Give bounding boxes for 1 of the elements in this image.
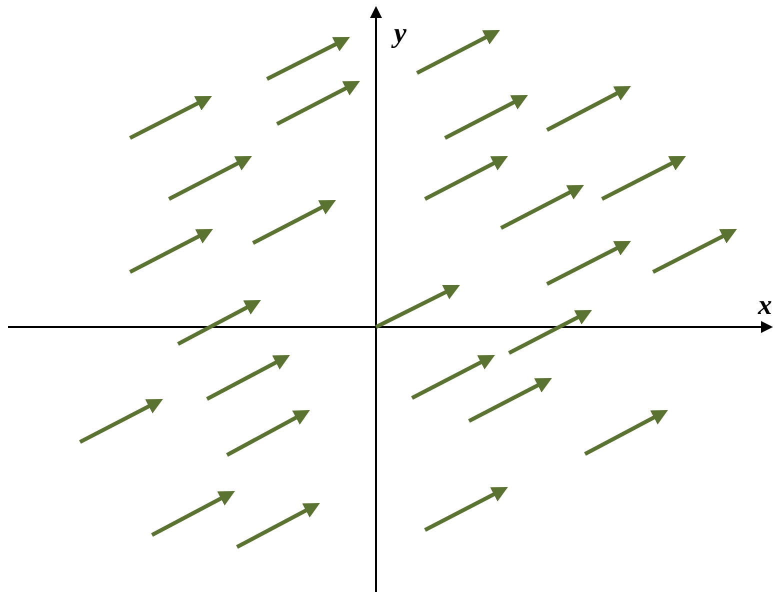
axis-label: x — [758, 292, 772, 320]
